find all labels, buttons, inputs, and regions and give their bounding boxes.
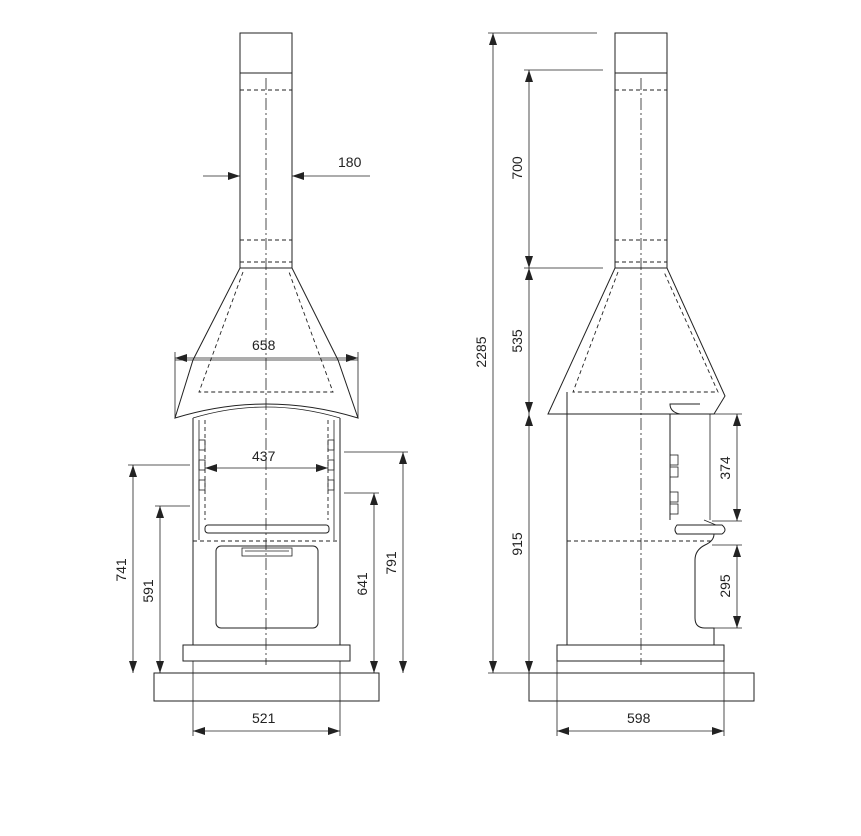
dim-body-height: 915	[509, 414, 533, 673]
dim-flue-diameter-label: 180	[338, 154, 362, 170]
dim-height-741: 741	[113, 464, 190, 673]
dim-height-591: 591	[140, 505, 190, 673]
dim-flue-height-label: 700	[509, 156, 525, 180]
dim-hood-width-label: 658	[252, 337, 276, 353]
dim-base-depth-label: 598	[627, 710, 651, 726]
oven-door	[215, 545, 319, 629]
dim-height-641: 641	[344, 492, 379, 673]
dim-hood-height-label: 535	[509, 329, 525, 353]
dim-height-591-label: 591	[140, 579, 156, 603]
dim-height-641-label: 641	[354, 572, 370, 596]
front-view: 180 658 437 521	[113, 32, 408, 736]
grill-shelf	[204, 524, 330, 534]
side-chimney-cap-mesh	[614, 32, 668, 74]
dim-height-791-label: 791	[383, 551, 399, 575]
dim-hood-height: 535	[509, 268, 533, 414]
dim-upper-opening: 374	[712, 413, 742, 522]
front-floor-hatch	[153, 672, 380, 702]
dim-total-height-label: 2285	[473, 336, 489, 367]
dim-firebox-width: 437	[205, 448, 328, 472]
dim-base-width: 521	[192, 661, 341, 736]
front-plinth	[182, 644, 351, 662]
dim-flue-diameter: 180	[203, 154, 370, 180]
side-plinth	[556, 644, 725, 662]
dim-total-height: 2285	[473, 32, 597, 674]
side-grill-shelf	[674, 524, 726, 535]
dim-upper-opening-label: 374	[717, 456, 733, 480]
oven-handle	[241, 547, 293, 557]
dim-hood-width: 658	[174, 337, 359, 418]
dim-height-741-label: 741	[113, 558, 129, 582]
dim-flue-height: 700	[509, 69, 603, 269]
dim-height-791: 791	[344, 451, 408, 673]
dim-base-depth: 598	[556, 661, 725, 736]
side-hood	[547, 267, 726, 415]
side-floor-hatch	[528, 672, 755, 702]
firebox-body	[192, 418, 341, 645]
dim-base-width-label: 521	[252, 710, 276, 726]
dim-firebox-width-label: 437	[252, 448, 276, 464]
dim-body-height-label: 915	[509, 532, 525, 556]
dim-lower-opening: 295	[712, 544, 742, 629]
side-body	[566, 392, 726, 645]
dim-lower-opening-label: 295	[717, 574, 733, 598]
side-view: 2285 700 535 915	[473, 32, 755, 736]
chimney-cap-mesh	[239, 32, 293, 74]
